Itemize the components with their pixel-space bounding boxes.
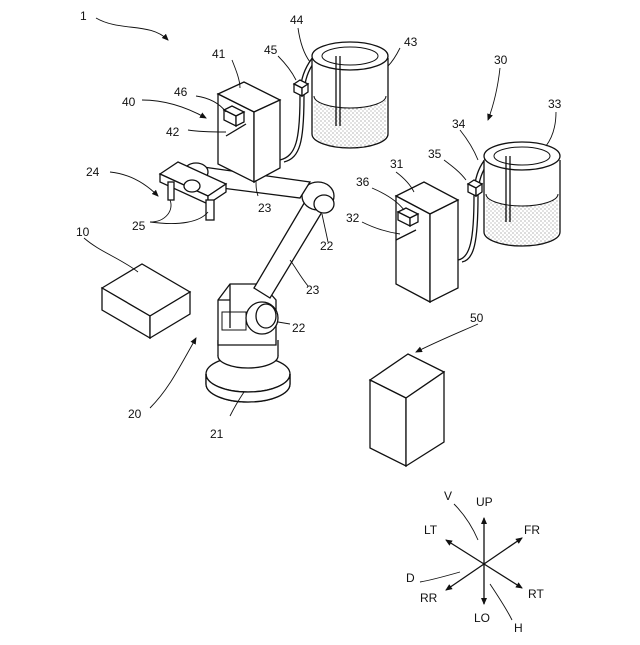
label-system: 1 — [80, 9, 87, 23]
robot-20 — [160, 162, 334, 402]
axis-label-h: H — [514, 621, 523, 635]
label-joint-lower: 22 — [292, 321, 306, 335]
axis-labels: V UP LT FR D RR RT LO H — [406, 489, 544, 635]
label-unit40-tube: 44 — [290, 13, 304, 27]
label-unit30-nozzle: 32 — [346, 211, 360, 225]
axis-label-v: V — [444, 489, 452, 503]
label-unit40-sensor: 45 — [264, 43, 278, 57]
axis-label-lo: LO — [474, 611, 490, 625]
label-robot: 20 — [128, 407, 142, 421]
box-10 — [102, 264, 190, 338]
axis-label-up: UP — [476, 495, 493, 509]
label-unit40-nozzle: 42 — [166, 125, 180, 139]
label-unit40-head: 46 — [174, 85, 188, 99]
label-unit40-tank: 43 — [404, 35, 418, 49]
label-box50: 50 — [470, 311, 484, 325]
label-unit40-body: 41 — [212, 47, 226, 61]
label-unit30-head: 36 — [356, 175, 370, 189]
label-unit30-sensor: 35 — [428, 147, 442, 161]
label-hand: 24 — [86, 165, 100, 179]
axis-label-rr: RR — [420, 591, 438, 605]
label-unit30: 30 — [494, 53, 508, 67]
axis-label-fr: FR — [524, 523, 540, 537]
label-unit30-body: 31 — [390, 157, 404, 171]
unit-40 — [218, 42, 388, 182]
axis-label-rt: RT — [528, 587, 544, 601]
axis-label-lt: LT — [424, 523, 438, 537]
box-50 — [370, 354, 444, 466]
axis-label-d: D — [406, 571, 415, 585]
label-fingers: 25 — [132, 219, 146, 233]
label-joint-upper: 22 — [320, 239, 334, 253]
label-unit30-tank: 33 — [548, 97, 562, 111]
label-arm-lower: 23 — [306, 283, 320, 297]
label-arm-upper: 23 — [258, 201, 272, 215]
label-box10: 10 — [76, 225, 90, 239]
unit-30 — [396, 142, 560, 302]
label-unit40: 40 — [122, 95, 136, 109]
label-base: 21 — [210, 427, 224, 441]
label-unit30-tube: 34 — [452, 117, 466, 131]
